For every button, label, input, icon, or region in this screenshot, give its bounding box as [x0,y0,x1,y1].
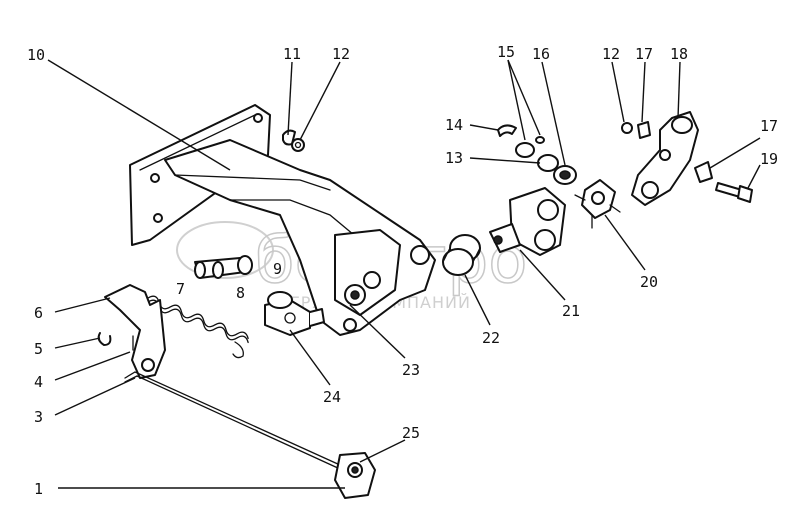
callout-15: 15 [497,43,515,61]
leader-lines [47,59,761,489]
callout-9: 9 [273,260,282,278]
lever-assembly [97,284,166,379]
clevis-24 [264,291,325,336]
callout-17-right: 17 [760,117,778,135]
callout-19: 19 [760,150,778,168]
callout-14: 14 [445,116,463,134]
callout-3: 3 [34,408,43,426]
callout-21: 21 [562,302,580,320]
clip-and-nut-top [282,129,305,152]
control-rod [124,371,376,499]
callout-10: 10 [27,46,45,64]
callout-16: 16 [532,45,550,63]
callout-24: 24 [323,388,341,406]
lever-18 [621,111,713,206]
callout-12-left: 12 [332,45,350,63]
callout-17-top: 17 [635,45,653,63]
fitting-20 [574,179,621,229]
callout-7: 7 [176,280,185,298]
callout-23: 23 [402,361,420,379]
callout-4: 4 [34,373,43,391]
callout-20: 20 [640,273,658,291]
callout-8: 8 [236,284,245,302]
valve-body-21 [489,187,566,256]
watermark-logo-ring [176,221,274,279]
callout-1: 1 [34,480,43,498]
callout-6: 6 [34,304,43,322]
callout-12-right: 12 [602,45,620,63]
pedal-bracket-assembly [129,104,436,336]
callout-5: 5 [34,340,43,358]
callout-22: 22 [482,329,500,347]
callout-25: 25 [402,424,420,442]
callout-18: 18 [670,45,688,63]
callout-11: 11 [283,45,301,63]
callout-13: 13 [445,149,463,167]
return-spring [147,295,249,359]
bolt-19 [715,182,753,203]
callout-labels: 1 3 4 5 6 7 8 9 10 11 12 12 13 14 15 16 … [27,43,778,498]
